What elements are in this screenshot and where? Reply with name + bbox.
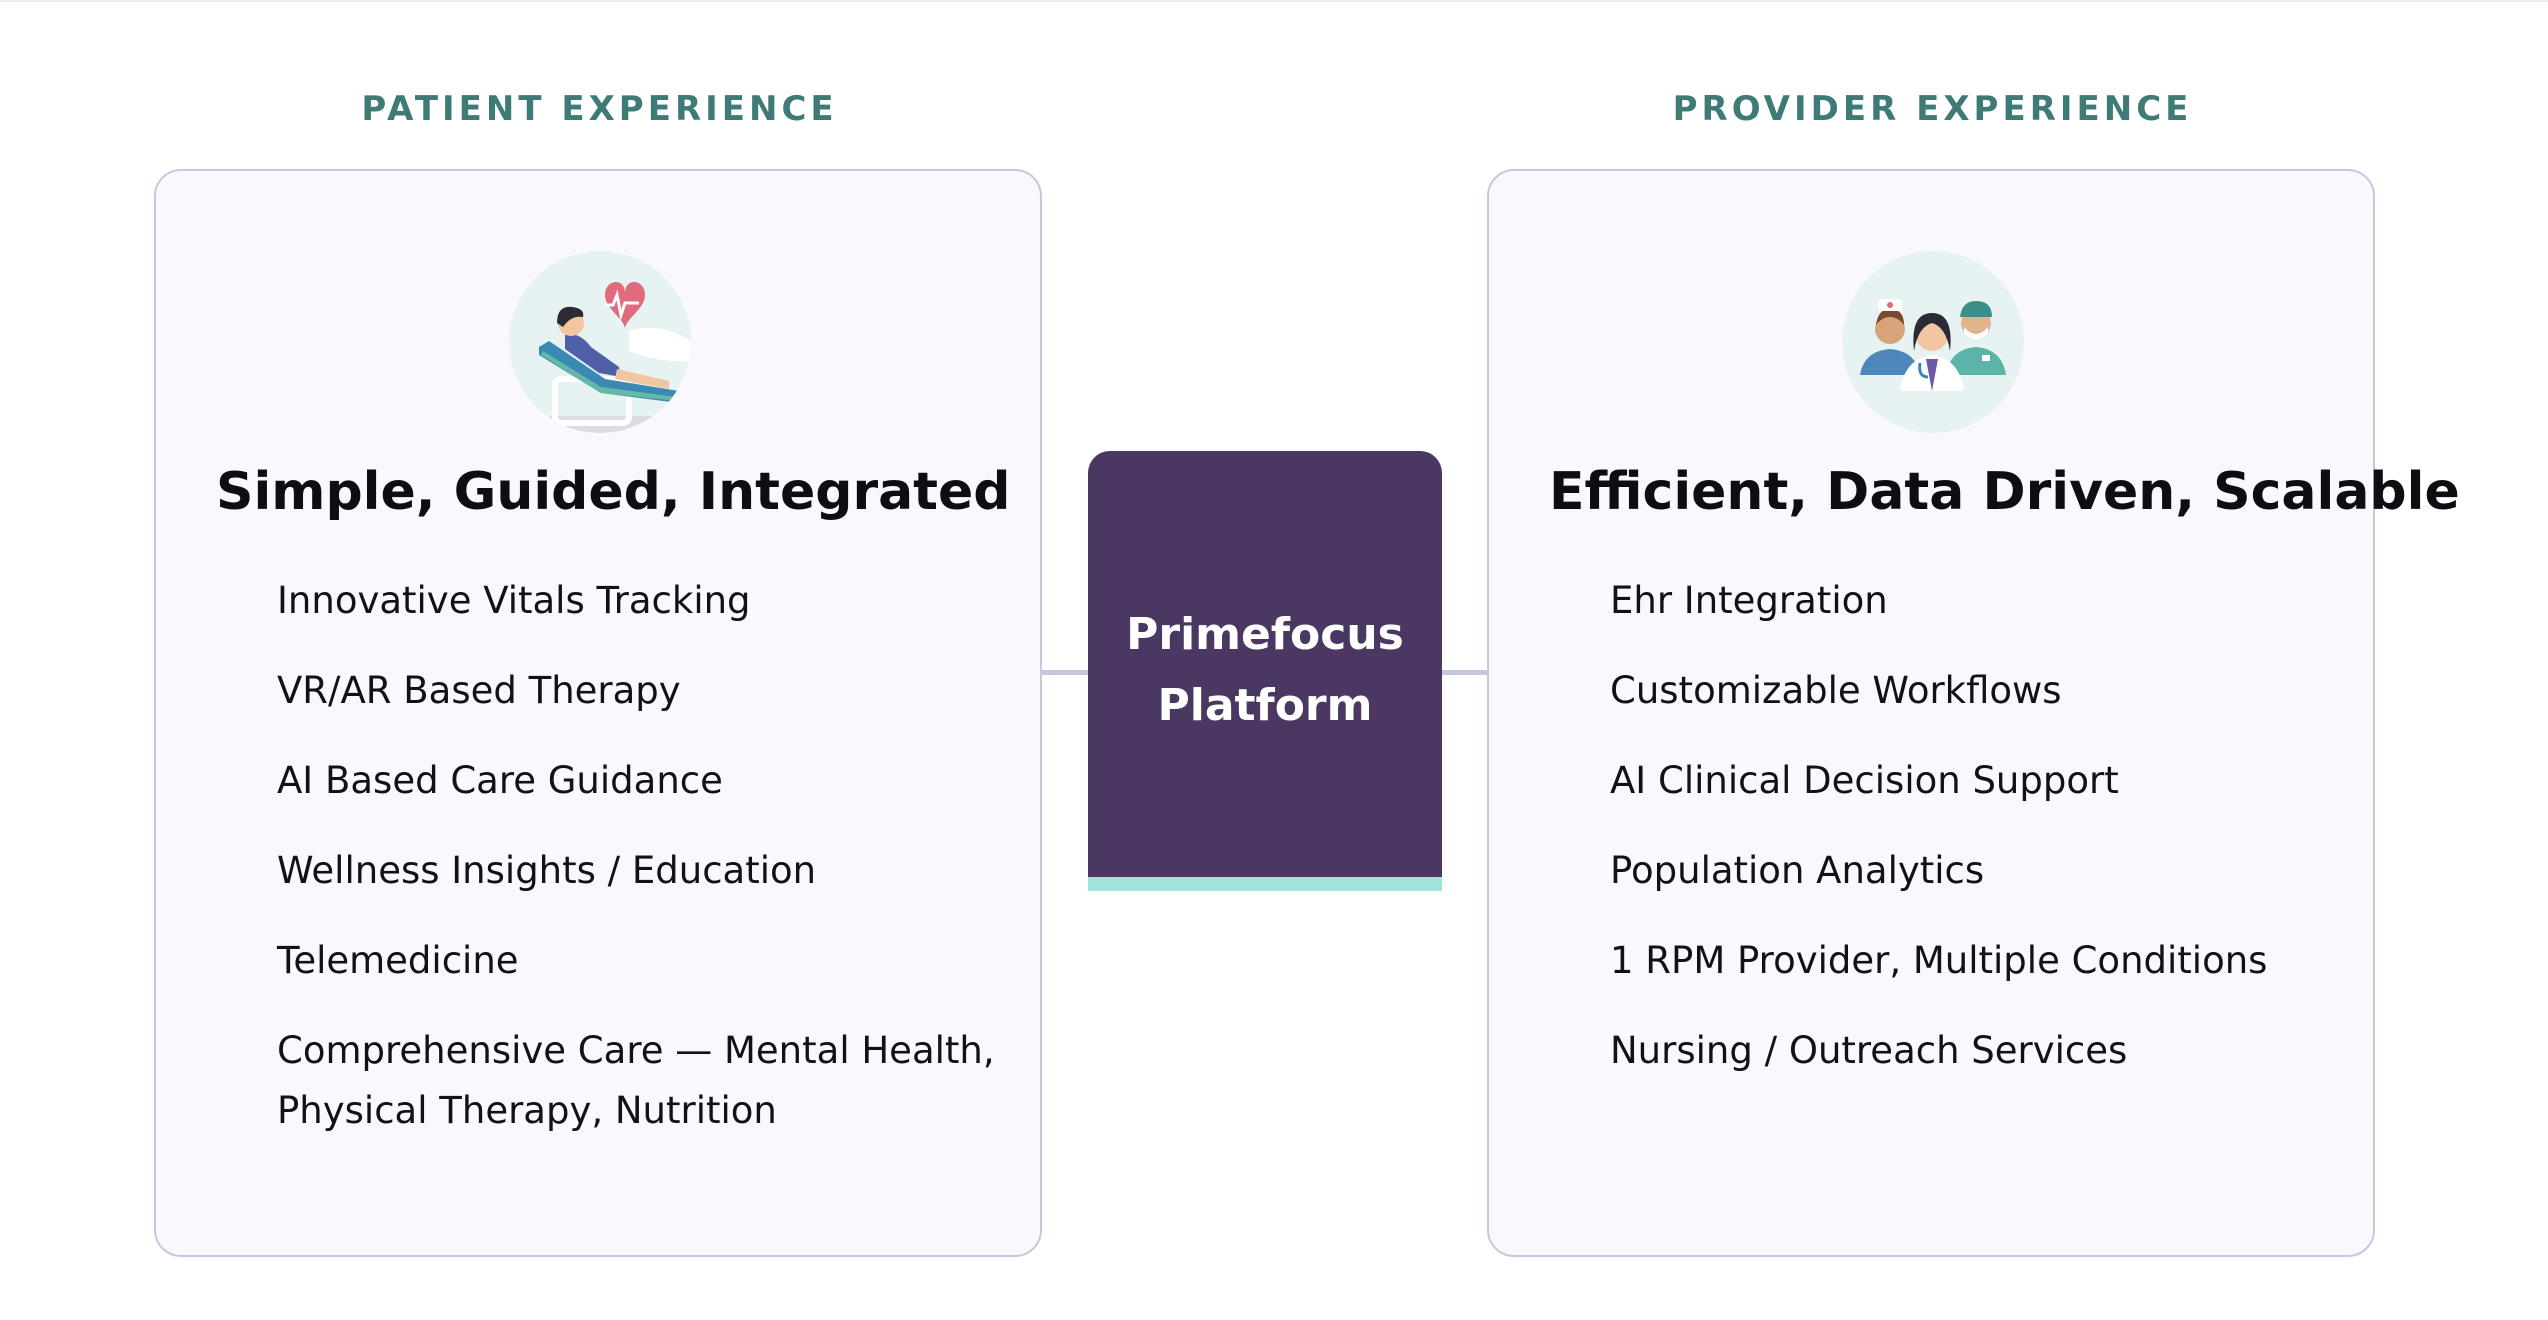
list-item: Wellness Insights / Education — [277, 849, 817, 892]
patient-feature-list: Innovative Vitals Tracking VR/AR Based T… — [277, 571, 1007, 1171]
patient-section-label: PATIENT EXPERIENCE — [361, 89, 838, 129]
list-item: Comprehensive Care — Mental Health, Phys… — [277, 1029, 995, 1132]
list-item: Innovative Vitals Tracking — [277, 579, 751, 622]
list-item: Customizable Workflows — [1610, 669, 2062, 712]
provider-feature-list: Ehr Integration Customizable Workflows A… — [1610, 571, 2340, 1111]
platform-label-line1: Primefocus — [1126, 609, 1404, 660]
list-item: Population Analytics — [1610, 849, 1985, 892]
provider-card-title: Efficient, Data Driven, Scalable — [1549, 462, 2460, 522]
list-item: AI Based Care Guidance — [277, 759, 723, 802]
list-item: Ehr Integration — [1610, 579, 1888, 622]
healthcare-team-icon — [1842, 251, 2024, 433]
provider-section-label: PROVIDER EXPERIENCE — [1672, 89, 2193, 129]
platform-block: Primefocus Platform — [1088, 451, 1442, 891]
right-connector-line — [1442, 670, 1487, 675]
list-item: Telemedicine — [277, 939, 519, 982]
patient-experience-card: Simple, Guided, Integrated Innovative Vi… — [154, 169, 1042, 1257]
platform-accent-bar — [1088, 877, 1442, 891]
left-connector-line — [1042, 670, 1091, 675]
list-item: VR/AR Based Therapy — [277, 669, 681, 712]
platform-label: Primefocus Platform — [1088, 599, 1442, 741]
patient-card-title: Simple, Guided, Integrated — [216, 462, 1011, 522]
list-item: Nursing / Outreach Services — [1610, 1029, 2128, 1072]
top-divider — [0, 0, 2548, 2]
provider-experience-card: Efficient, Data Driven, Scalable Ehr Int… — [1487, 169, 2460, 1257]
list-item: 1 RPM Provider, Multiple Conditions — [1610, 939, 2268, 982]
platform-label-line2: Platform — [1157, 680, 1373, 731]
patient-bed-heart-icon — [509, 251, 691, 433]
list-item: AI Clinical Decision Support — [1610, 759, 2119, 802]
